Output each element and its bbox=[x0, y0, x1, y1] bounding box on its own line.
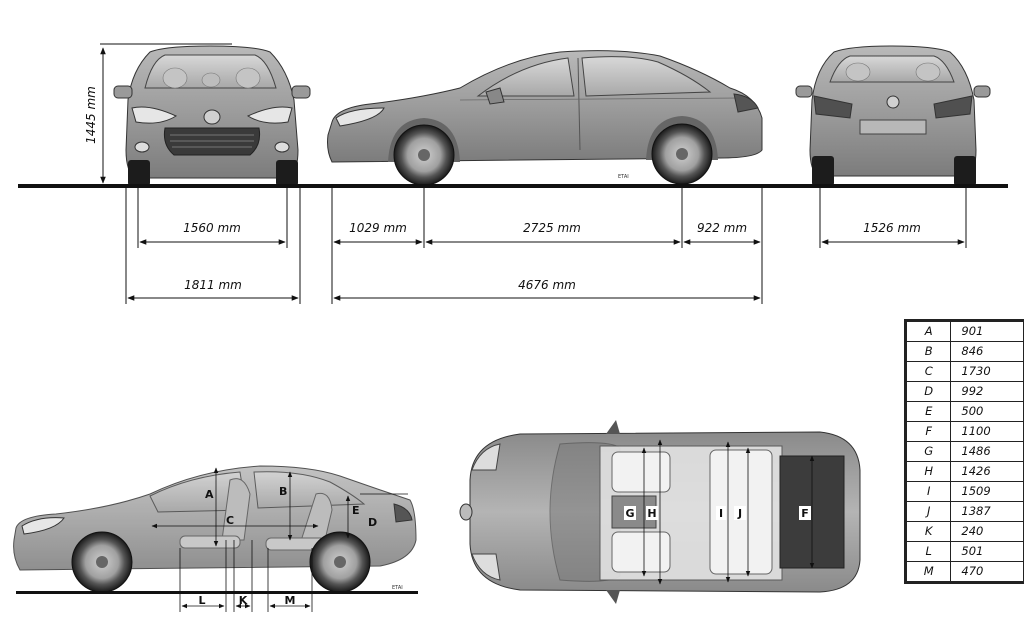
wheelbase-label: 2725 mm bbox=[523, 221, 581, 235]
spec-key: D bbox=[905, 381, 952, 402]
spec-key: K bbox=[905, 521, 952, 542]
spec-key: B bbox=[905, 341, 952, 362]
rear-overhang-label: 922 mm bbox=[697, 221, 747, 235]
front-view-car bbox=[113, 45, 311, 186]
ground-line-top bbox=[18, 184, 1008, 188]
top-label-j: J bbox=[737, 507, 742, 520]
spec-value: 1387 bbox=[950, 501, 1024, 522]
spec-value: 240 bbox=[950, 521, 1024, 542]
side-badge: ETAI bbox=[618, 174, 629, 180]
interior-label-l: L bbox=[198, 594, 205, 607]
rear-track-label: 1526 mm bbox=[863, 221, 921, 235]
track-width-label: 1560 mm bbox=[183, 221, 241, 235]
overall-length-label: 4676 mm bbox=[518, 278, 576, 292]
spec-value: 1100 bbox=[950, 421, 1024, 442]
top-view-dimensions: G H I J F bbox=[624, 439, 815, 585]
front-view-dimensions: 1445 mm 1560 mm 1811 mm bbox=[84, 43, 301, 304]
spec-key: G bbox=[905, 441, 952, 462]
spec-key: E bbox=[905, 401, 952, 422]
spec-value: 846 bbox=[950, 341, 1024, 362]
spec-key: L bbox=[905, 541, 952, 562]
spec-key: A bbox=[905, 321, 952, 342]
interior-label-b: B bbox=[279, 485, 287, 498]
overall-width-label: 1811 mm bbox=[184, 278, 242, 292]
top-label-g: G bbox=[625, 507, 634, 520]
top-label-i: I bbox=[719, 507, 723, 520]
front-overhang-label: 1029 mm bbox=[349, 221, 407, 235]
spec-key: M bbox=[905, 561, 952, 582]
spec-key: J bbox=[905, 501, 952, 522]
rear-view-car bbox=[795, 45, 991, 186]
spec-value: 470 bbox=[950, 561, 1024, 582]
interior-label-c: C bbox=[226, 514, 234, 527]
interior-label-d: D bbox=[368, 516, 377, 529]
interior-dimensions: A B C E D L K M bbox=[151, 467, 408, 612]
top-view-car bbox=[459, 420, 861, 604]
interior-label-k: K bbox=[239, 594, 248, 607]
spec-key: H bbox=[905, 461, 952, 482]
spec-value: 1426 bbox=[950, 461, 1024, 482]
spec-value: 1509 bbox=[950, 481, 1024, 502]
height-label: 1445 mm bbox=[84, 86, 98, 144]
interior-label-m: M bbox=[285, 594, 296, 607]
side-view-car: ETAI bbox=[327, 50, 763, 186]
interior-label-a: A bbox=[205, 488, 214, 501]
spec-key: F bbox=[905, 421, 952, 442]
spec-value: 500 bbox=[950, 401, 1024, 422]
rear-view-dimensions: 1526 mm bbox=[819, 186, 967, 248]
top-label-h: H bbox=[647, 507, 656, 520]
top-label-f: F bbox=[801, 507, 809, 520]
ground-line-bottom bbox=[16, 591, 418, 594]
spec-value: 1486 bbox=[950, 441, 1024, 462]
spec-value: 901 bbox=[950, 321, 1024, 342]
spec-value: 501 bbox=[950, 541, 1024, 562]
spec-value: 992 bbox=[950, 381, 1024, 402]
interior-side-view-car: ETAI bbox=[13, 465, 417, 593]
spec-key: C bbox=[905, 361, 952, 382]
interior-badge: ETAI bbox=[392, 585, 403, 591]
side-view-dimensions: 1029 mm 2725 mm 922 mm 4676 mm bbox=[331, 186, 763, 304]
interior-label-e: E bbox=[352, 504, 360, 517]
spec-key: I bbox=[905, 481, 952, 502]
spec-value: 1730 bbox=[950, 361, 1024, 382]
